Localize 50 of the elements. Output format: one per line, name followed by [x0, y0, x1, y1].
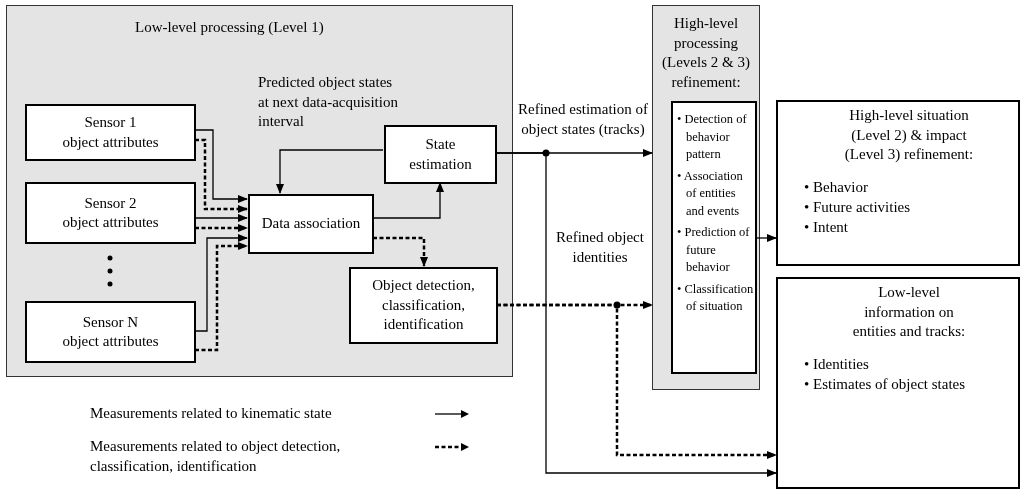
arrow: [372, 182, 444, 219]
process-box: [25, 104, 196, 161]
node-text: Sensor 1: [84, 113, 137, 132]
bullet-item: • Estimates of object states: [804, 374, 966, 394]
node-text: High-level processing (Levels 2 & 3) refinement:: [661, 14, 751, 92]
arrow: [495, 152, 777, 477]
annotation-text: Predicted object states at next data-acquisition interval: [258, 73, 398, 131]
process-box: [349, 267, 498, 344]
list-box: [671, 101, 757, 374]
dashed-arrow: [195, 224, 248, 232]
process-box: [384, 125, 497, 184]
node-text: object attributes: [62, 213, 159, 232]
node-text: Data association: [261, 214, 361, 234]
bullet-item: • Classification of situation: [677, 280, 755, 315]
legend-text: Measurements related to object detection, classification, identification: [90, 437, 342, 476]
node-text: State estimation: [409, 135, 472, 174]
node-text: object attributes: [62, 332, 159, 351]
group-panel: [6, 5, 513, 377]
bullet-item: • Detection of behavior pattern: [677, 111, 748, 163]
annotation-text: Refined estimation of object states (tracks): [518, 100, 648, 139]
dashed-arrow: [195, 242, 248, 352]
bullet-item: • Association of entities and events: [677, 167, 744, 220]
node-text: High-level situation (Level 2) & impact (Level 3) refinement:: [843, 106, 975, 164]
process-box: [248, 194, 374, 254]
dashed-arrow: [373, 236, 428, 267]
arrow: [755, 234, 777, 242]
node-text: Sensor N: [82, 312, 139, 332]
node-text: Sensor 2: [84, 193, 137, 213]
node-text: Low-level information on entities and tracks:: [851, 283, 967, 341]
output-box: [776, 277, 1020, 489]
node-text: object attributes: [62, 132, 159, 152]
bullet-item: • Future activities: [804, 197, 911, 217]
dashed-arrow: [497, 303, 777, 459]
dashed-arrow: [195, 138, 248, 213]
annotation-text: Refined object identities: [555, 228, 645, 267]
legend-text: Measurements related to kinematic state: [90, 404, 333, 423]
arrow: [276, 149, 384, 194]
bullet-item: • Behavior: [804, 177, 869, 197]
group-panel: [652, 5, 760, 390]
node-text: Object detection, classification, identification: [371, 276, 476, 335]
arrow: [194, 234, 248, 332]
arrow: [194, 214, 248, 222]
bullet-item: • Intent: [804, 218, 849, 237]
bullet-item: • Prediction of future behavior: [677, 224, 751, 276]
node-text: Low-level processing (Level 1): [135, 18, 324, 37]
arrow: [194, 129, 248, 203]
output-box: [776, 100, 1020, 266]
process-box: [25, 301, 196, 363]
process-box: [25, 182, 196, 244]
bullet-item: • Identities: [804, 354, 870, 374]
